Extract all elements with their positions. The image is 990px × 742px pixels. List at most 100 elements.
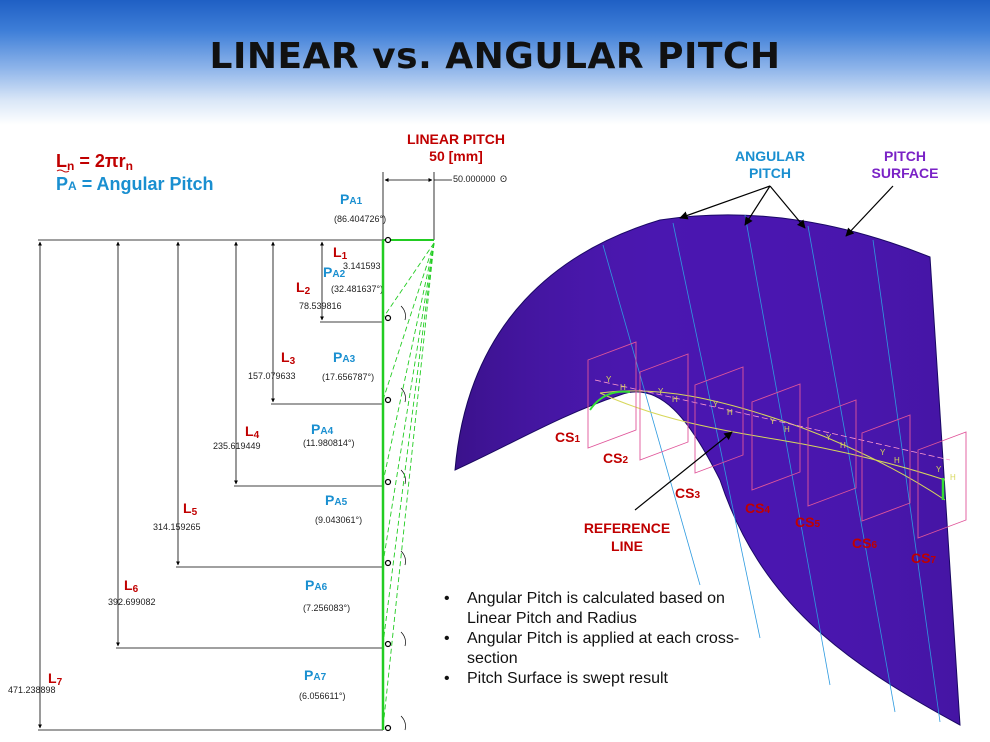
length-value: 3.141593 bbox=[343, 261, 381, 271]
cross-section-frame bbox=[694, 366, 744, 474]
arrow-angular-1 bbox=[679, 185, 771, 220]
cross-section-frame bbox=[587, 341, 637, 449]
angle-value: (6.056611°) bbox=[299, 691, 345, 701]
reference-axis bbox=[594, 379, 951, 461]
bullet-item: Angular Pitch is calculated based on Lin… bbox=[440, 589, 740, 628]
angle-value: (32.481637°) bbox=[331, 284, 383, 294]
section-points bbox=[384, 236, 392, 732]
green-fan-line bbox=[382, 242, 435, 564]
length-value: 392.699082 bbox=[108, 597, 156, 607]
angle-value: (17.656787°) bbox=[322, 372, 374, 382]
linear-pitch-value: 50 [mm] bbox=[429, 148, 483, 164]
length-labels: L13.141593L278.539816L3157.079633L4235.6… bbox=[8, 244, 381, 695]
length-label: L3 bbox=[281, 349, 296, 367]
bullet-item: Pitch Surface is swept result bbox=[440, 669, 740, 689]
cross-section-frame bbox=[861, 414, 911, 522]
section-point bbox=[384, 478, 392, 486]
angular-pitch-label-2: PITCH bbox=[749, 165, 791, 181]
cross-section-label: CS1 bbox=[555, 429, 580, 445]
cross-section-frame bbox=[751, 383, 801, 491]
surface-isolines bbox=[602, 214, 941, 723]
length-dimensions bbox=[38, 239, 383, 731]
angle-label: PA1 bbox=[340, 191, 363, 207]
green-fan-line bbox=[382, 242, 435, 483]
surface-shade bbox=[455, 214, 960, 725]
length-value: 314.159265 bbox=[153, 522, 201, 532]
reference-line-upper bbox=[599, 390, 946, 501]
title-banner bbox=[0, 0, 990, 125]
surface-isoline bbox=[744, 214, 831, 686]
length-value: 157.079633 bbox=[248, 371, 296, 381]
section-point bbox=[384, 314, 392, 322]
section-point bbox=[384, 724, 392, 732]
length-label: L1 bbox=[333, 244, 348, 262]
bullet-list: Angular Pitch is calculated based on Lin… bbox=[440, 589, 740, 690]
green-fan-line bbox=[382, 242, 435, 319]
section-point bbox=[384, 236, 392, 244]
cross-section-label: CS3 bbox=[675, 485, 700, 501]
angle-arc bbox=[400, 469, 406, 485]
green-fan-line bbox=[382, 242, 435, 729]
axis-glyph: H bbox=[620, 383, 626, 392]
axis-glyph: Y bbox=[606, 375, 612, 384]
length-label: L6 bbox=[124, 577, 139, 595]
green-fan-line bbox=[382, 242, 435, 645]
axis-glyph: H bbox=[840, 441, 846, 450]
surface-isoline bbox=[807, 225, 896, 713]
axis-glyph: Y bbox=[658, 387, 664, 396]
axis-glyph: Y bbox=[713, 400, 719, 409]
formula-pa: PA = Angular Pitch bbox=[56, 174, 214, 194]
angle-arc bbox=[400, 715, 406, 731]
angle-value: (86.404726°) bbox=[334, 214, 386, 224]
cs1-profile bbox=[589, 390, 631, 411]
axis-glyph: H bbox=[672, 395, 678, 404]
formula-ln: Ln = 2πrn bbox=[56, 151, 133, 173]
arrow-angular-3 bbox=[769, 185, 806, 229]
section-point bbox=[384, 396, 392, 404]
page-title: LINEAR vs. ANGULAR PITCH bbox=[209, 36, 781, 77]
axis-glyph: H bbox=[894, 456, 900, 465]
pitch-surface-label-2: SURFACE bbox=[872, 165, 939, 181]
reference-line-label-2: LINE bbox=[611, 538, 643, 554]
length-value: 235.619449 bbox=[213, 441, 261, 451]
cross-section-label: CS2 bbox=[603, 450, 628, 466]
spell-squiggle bbox=[56, 169, 70, 173]
linear-pitch-label: LINEAR PITCH bbox=[407, 131, 505, 147]
length-label: L2 bbox=[296, 279, 311, 297]
cross-section-label: CS5 bbox=[795, 514, 820, 530]
arrow-reference-line bbox=[634, 431, 733, 511]
axis-glyph: Y bbox=[880, 448, 886, 457]
section-point bbox=[384, 559, 392, 567]
length-label: L5 bbox=[183, 500, 198, 518]
length-value: 78.539816 bbox=[299, 301, 342, 311]
bullet-item: Angular Pitch is applied at each cross-s… bbox=[440, 629, 740, 668]
angle-label: PA3 bbox=[333, 349, 356, 365]
axis-glyph: H bbox=[950, 473, 956, 482]
arrow-pitch-surface bbox=[845, 185, 894, 237]
dim-linear-pitch-value: 50.000000 bbox=[453, 174, 496, 184]
angle-arc bbox=[400, 550, 406, 566]
axis-glyph: Y bbox=[770, 417, 776, 426]
angle-labels: PA1(86.404726°)PA2(32.481637°)PA3(17.656… bbox=[299, 191, 386, 701]
surface-isoline bbox=[672, 222, 761, 639]
cross-section-frame bbox=[639, 353, 689, 461]
angle-arc bbox=[400, 305, 406, 321]
angle-label: PA7 bbox=[304, 667, 327, 683]
angle-arc bbox=[400, 631, 406, 647]
arrow-angular-2 bbox=[744, 185, 771, 226]
length-value: 471.238898 bbox=[8, 685, 56, 695]
cross-section-frame bbox=[917, 431, 967, 539]
angle-label: PA4 bbox=[311, 421, 334, 437]
axis-glyph: H bbox=[784, 425, 790, 434]
reference-line-label-1: REFERENCE bbox=[584, 520, 670, 536]
axis-glyph: Y bbox=[826, 433, 832, 442]
reference-line-lower bbox=[599, 392, 946, 481]
dim-icon: ʘ bbox=[500, 174, 507, 184]
angle-label: PA5 bbox=[325, 492, 348, 508]
cross-section-label: CS4 bbox=[745, 500, 770, 516]
cross-section-frame bbox=[807, 399, 857, 507]
angle-value: (11.980814°) bbox=[303, 438, 354, 448]
